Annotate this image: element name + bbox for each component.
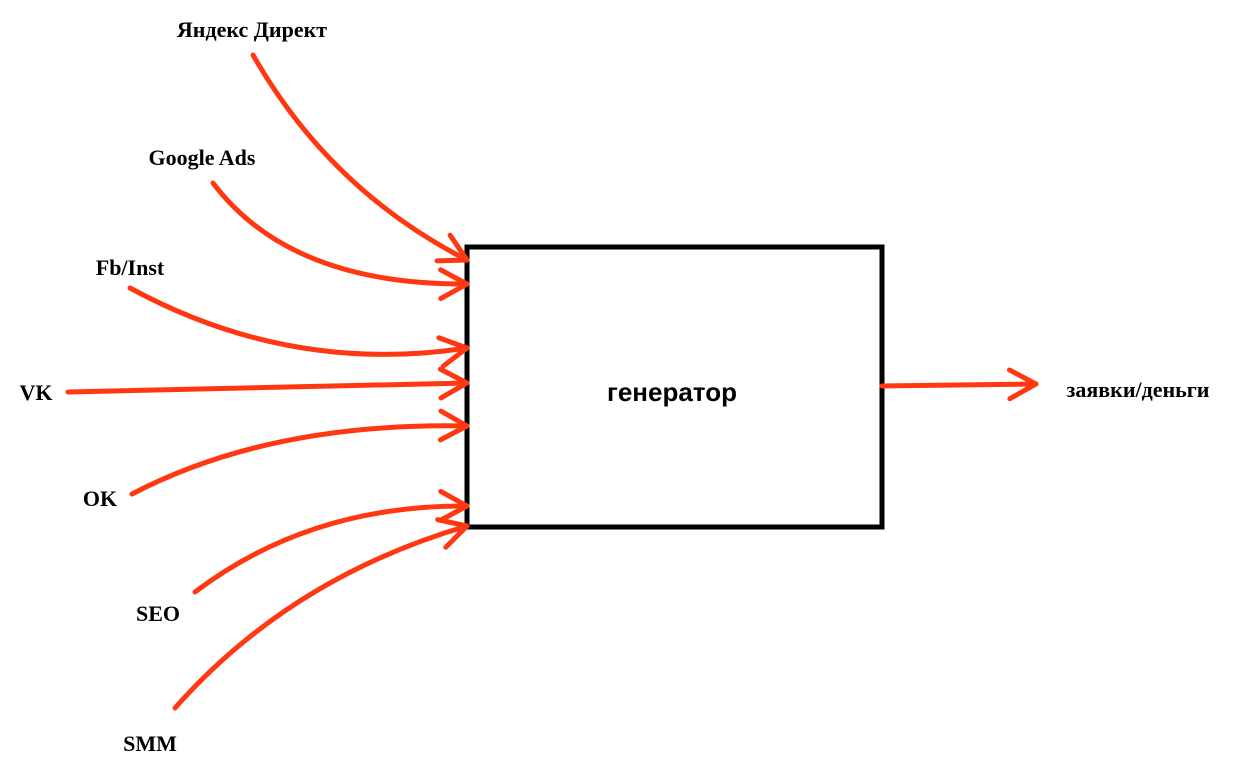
- arrow-vk: [65, 380, 470, 395]
- input-label-fb-inst: Fb/Inst: [96, 255, 165, 280]
- generator-label: генератор: [607, 377, 737, 407]
- input-label-yandex-direct: Яндекс Директ: [177, 17, 327, 42]
- arrow-vk-head-icon: [437, 366, 470, 401]
- input-label-google-ads: Google Ads: [149, 145, 256, 170]
- arrow-seo: [192, 503, 470, 595]
- arrow-ok-head-icon: [437, 408, 470, 443]
- arrow-smm: [172, 523, 470, 711]
- arrow-fb-inst-head-icon: [436, 335, 470, 369]
- arrow-output-head-icon: [1006, 367, 1039, 402]
- arrow-ok: [129, 423, 470, 497]
- arrow-google-ads-head-icon: [438, 267, 470, 302]
- arrow-google-ads: [210, 180, 470, 287]
- arrow-yandex-direct-head-icon: [434, 232, 470, 264]
- input-label-seo: SEO: [136, 601, 180, 626]
- output-label: заявки/деньги: [1067, 377, 1210, 402]
- arrow-yandex-direct: [250, 52, 470, 263]
- input-label-smm: SMM: [123, 731, 177, 756]
- arrow-seo-head-icon: [438, 488, 470, 523]
- arrow-fb-inst: [127, 285, 470, 357]
- input-label-ok: OK: [83, 486, 117, 511]
- arrow-output: [879, 381, 1039, 389]
- arrow-smm-head-icon: [435, 517, 470, 550]
- input-label-vk: VK: [20, 380, 53, 405]
